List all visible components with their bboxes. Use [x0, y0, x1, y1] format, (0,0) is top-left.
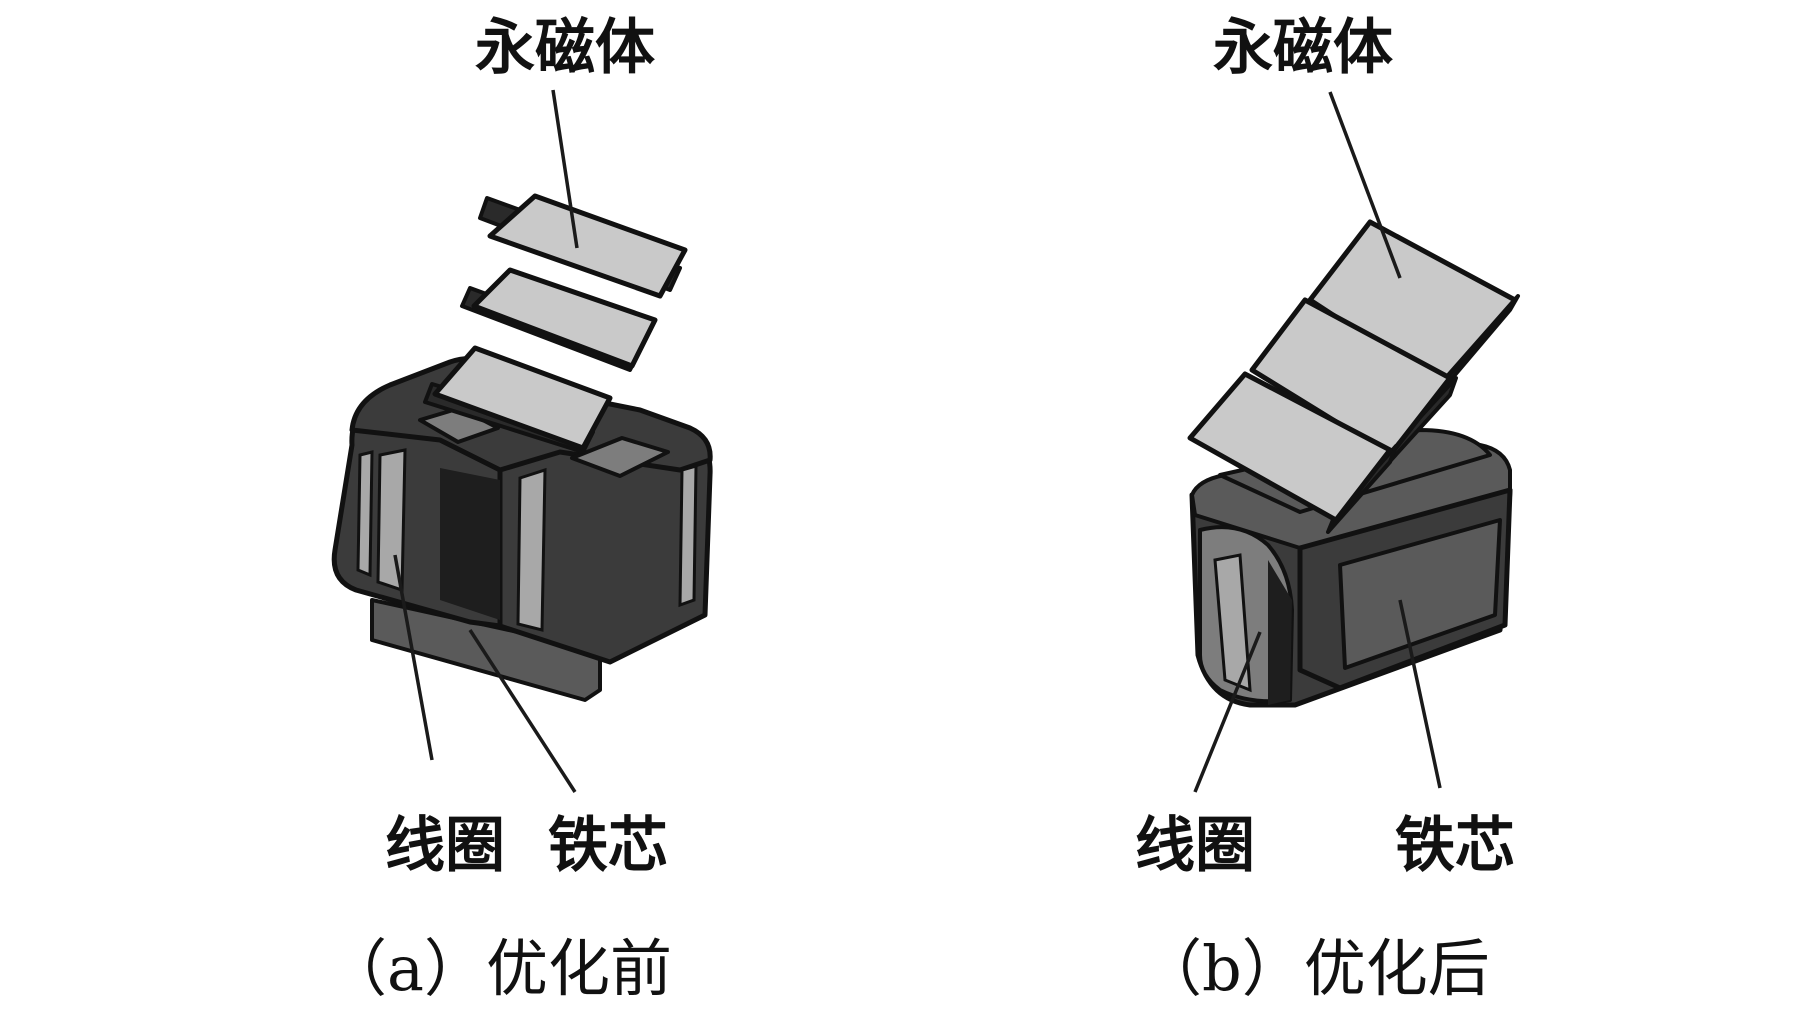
panel-a-magnet-plate-1	[478, 193, 688, 299]
panel-a-core	[331, 356, 713, 702]
panel-a-coil-highlight-2	[376, 448, 407, 593]
panel-a-magnets	[423, 193, 688, 454]
panel-a-coil-label: 线圈	[385, 811, 505, 881]
panel-b-core-front-panel	[1338, 518, 1502, 670]
panel-a-coil-highlight-3	[516, 467, 547, 632]
panel-b-caption: （b）优化后	[1140, 932, 1490, 1005]
panel-b-coil-shadow	[1268, 560, 1292, 705]
panel-a-core-window-left	[418, 406, 500, 444]
panel-a-coil-leader	[393, 554, 434, 761]
panel-a-coil-highlight-1	[356, 450, 374, 578]
panel-b-core-leader	[1398, 599, 1442, 789]
panel-b-coil-leader	[1193, 631, 1262, 793]
panel-b-magnet-label: 永磁体	[1213, 13, 1393, 83]
panel-b: 永磁体 线圈 铁芯 （b）优化后	[1135, 13, 1520, 1005]
panel-a-core-window-right	[570, 436, 670, 478]
panel-b-coil-highlight	[1213, 553, 1252, 693]
panel-b-coil-label: 线圈	[1135, 811, 1255, 881]
panel-b-core-label: 铁芯	[1395, 811, 1515, 881]
panel-b-magnet-leader	[1328, 91, 1402, 279]
panel-a-magnet-label: 永磁体	[475, 13, 655, 83]
panel-a: 永磁体 线圈 铁芯 （a）优化前	[325, 13, 713, 1005]
panel-b-magnet-plate-3	[1187, 371, 1398, 534]
panel-a-magnet-leader	[551, 89, 579, 249]
panel-b-magnets	[1187, 219, 1520, 534]
panel-a-caption: （a）优化前	[325, 932, 672, 1005]
panel-a-core-gap-shadow	[440, 468, 500, 620]
panel-a-coil-highlight-4	[678, 464, 698, 608]
panel-a-core-label: 铁芯	[548, 811, 668, 881]
panel-a-magnet-plate-3	[423, 345, 613, 454]
panel-a-magnet-plate-2	[460, 267, 658, 372]
panel-a-core-leader	[468, 629, 577, 793]
